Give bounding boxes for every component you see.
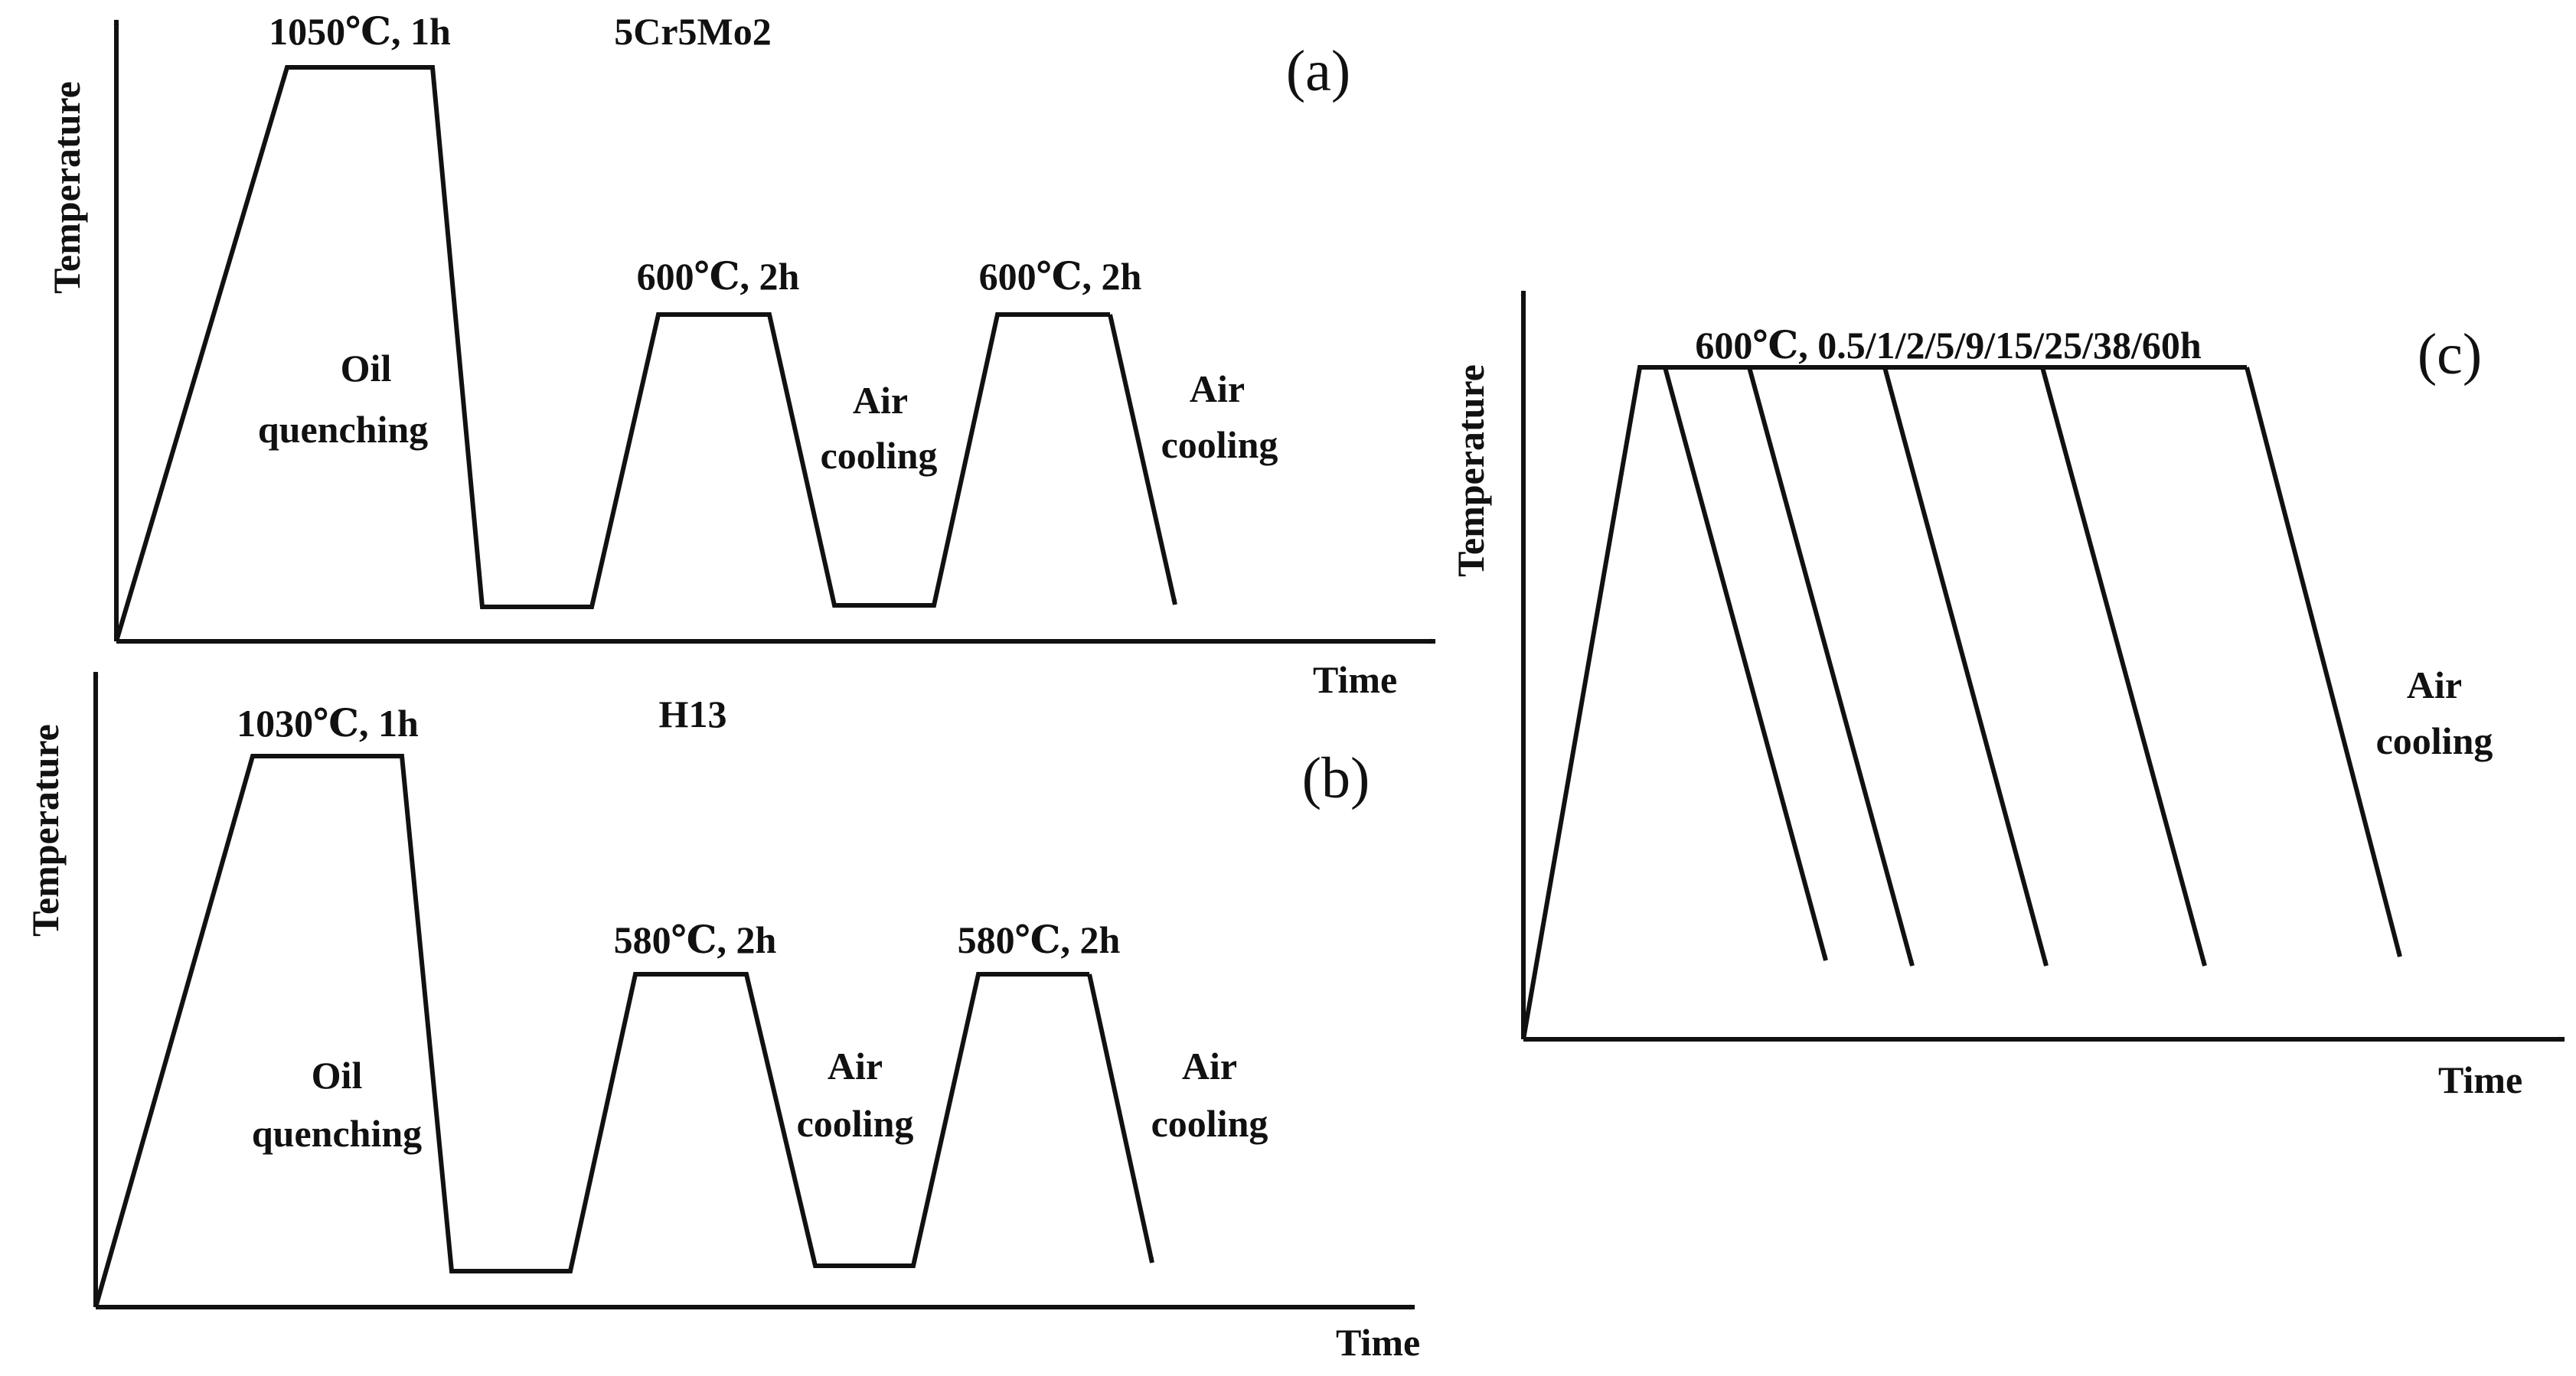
panel-a-xlabel: Time [1313,658,1397,701]
panel-c-cooling-arrow-1 [1663,367,1828,961]
panel-a-cool2-line2: cooling [1161,423,1278,466]
panel-a-cool2-line1: Air [1190,367,1245,410]
panel-a-austenitize-label: 1050℃, 1h [269,10,451,53]
panel-b-cool1-line1: Air [828,1045,883,1087]
panel-a-temper1-label: 600℃, 2h [637,255,800,298]
panel-c-cool-line2: cooling [2376,719,2493,762]
panel-c-cooling-arrow-2 [1747,367,1915,967]
panel-c-cool-line1: Air [2407,664,2462,706]
panel-b-tag: (b) [1302,746,1370,810]
panel-b: Temperature Time 1030℃, 1h H13 (b) Oil q… [24,671,1420,1364]
panel-b-temper2-label: 580℃, 2h [958,918,1121,961]
panel-b-cool2-line1: Air [1182,1045,1237,1087]
panel-c-cooling-arrow-5 [2245,367,2402,957]
panel-b-xlabel: Time [1336,1321,1420,1364]
panel-b-final-cooling-arrow [1087,973,1154,1264]
panel-c-ylabel: Temperature [1449,364,1492,577]
panel-b-quench-line1: Oil [312,1054,363,1097]
panel-a-cool1-line1: Air [853,379,908,422]
panel-b-cool2-line2: cooling [1151,1102,1268,1145]
panel-a-temper2-label: 600℃, 2h [979,255,1142,298]
panel-c-tag: (c) [2418,322,2482,386]
panel-b-temper1-label: 580℃, 2h [614,918,777,961]
panel-c-cooling-arrow-3 [1882,367,2049,967]
panel-b-quench-line2: quenching [252,1112,422,1155]
panel-b-material: H13 [659,693,727,735]
panel-a-material: 5Cr5Mo2 [614,10,772,53]
panel-a-quench-line1: Oil [341,347,392,390]
panel-b-profile [93,754,1089,1308]
panel-b-austenitize-label: 1030℃, 1h [237,702,419,745]
panel-a-tag: (a) [1286,39,1350,103]
panel-c-xlabel: Time [2438,1058,2522,1101]
panel-c-hold-label: 600℃, 0.5/1/2/5/9/15/25/38/60h [1695,324,2202,367]
panel-b-cool1-line2: cooling [797,1102,914,1145]
panel-a-ylabel: Temperature [45,81,88,294]
panel-c-cooling-arrow-4 [2040,367,2207,967]
panel-c: Temperature Time 600℃, 0.5/1/2/5/9/15/25… [1449,290,2565,1101]
panel-a-cool1-line2: cooling [821,434,938,477]
panel-a-quench-line2: quenching [258,408,428,451]
panel-a: Temperature Time 1050℃, 1h 5Cr5Mo2 (a) O… [45,10,1436,701]
panel-b-ylabel: Temperature [24,724,67,937]
panel-a-profile [114,65,1110,642]
panel-c-profile [1521,365,2247,1040]
panel-a-final-cooling-arrow [1108,314,1177,605]
